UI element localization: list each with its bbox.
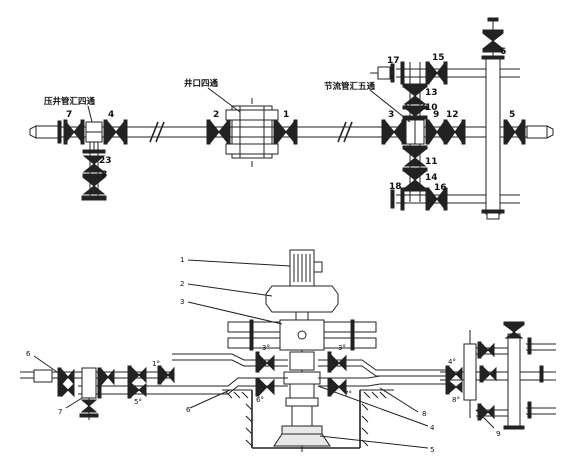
valve-13 bbox=[402, 83, 428, 105]
valve-7 bbox=[63, 119, 85, 145]
right-choke-manifold bbox=[445, 321, 556, 430]
item-number-1: 1 bbox=[180, 256, 184, 264]
item-number-9: 9 bbox=[496, 430, 500, 438]
valve-16 bbox=[425, 187, 448, 211]
valve-number-2: 2 bbox=[213, 110, 219, 120]
valve-5 bbox=[503, 119, 526, 145]
right-side-pipeline bbox=[318, 351, 556, 397]
valve-number-3: 3 bbox=[388, 110, 394, 120]
valve-number-8: 8 bbox=[101, 170, 107, 180]
valve-number-14: 14 bbox=[425, 173, 438, 183]
left-side-pipeline bbox=[20, 351, 288, 399]
valve-number-10: 10 bbox=[425, 103, 438, 113]
valve-3 bbox=[381, 119, 406, 145]
valve-number-12: 12 bbox=[446, 110, 459, 120]
valve-number-4: 4 bbox=[108, 110, 114, 120]
valve-14 bbox=[402, 167, 428, 192]
valve-mark-7deg: 7° bbox=[344, 390, 352, 398]
item-number-8: 8 bbox=[422, 410, 426, 418]
valve-9 bbox=[425, 119, 445, 145]
valve-12 bbox=[443, 119, 466, 145]
label-choke-manifold: 节流管汇五通 bbox=[324, 81, 376, 92]
left-end-connector bbox=[29, 120, 62, 144]
top-manifold-diagram: 压井管汇四通 井口四通 节流管汇五通 7 4 23 8 2 1 3 9 12 5… bbox=[29, 17, 554, 220]
item-number-4: 4 bbox=[430, 424, 435, 432]
kill-manifold-cross bbox=[81, 121, 107, 201]
valve-number-15: 15 bbox=[432, 53, 445, 63]
valve-mark-8deg: 8° bbox=[452, 396, 460, 404]
valve-2 bbox=[206, 119, 231, 145]
valve-mark-6deg: 6° bbox=[256, 396, 264, 404]
leader-wellhead-cross bbox=[207, 87, 241, 113]
valve-number-5: 5 bbox=[509, 110, 515, 120]
valve-number-16: 16 bbox=[434, 183, 447, 193]
valve-number-9: 9 bbox=[433, 110, 439, 120]
valve-number-13: 13 bbox=[425, 88, 438, 98]
valve-11 bbox=[402, 145, 428, 167]
valve-4 bbox=[103, 119, 128, 145]
valve-number-17: 17 bbox=[387, 56, 400, 66]
leader-choke-manifold bbox=[369, 89, 411, 123]
valve-mark-3deg-left: 3° bbox=[262, 344, 270, 352]
leader-kill-manifold bbox=[87, 105, 93, 123]
item-number-3: 3 bbox=[180, 298, 184, 306]
vertical-manifold-pipe bbox=[481, 17, 505, 220]
valve-mark-1deg: 1° bbox=[152, 360, 160, 368]
item-number-2: 2 bbox=[180, 280, 184, 288]
valve-mark-4deg: 4° bbox=[448, 358, 456, 366]
valve-mark-3deg-right: 3° bbox=[338, 344, 346, 352]
item-number-7: 7 bbox=[58, 408, 62, 416]
valve-mark-5deg: 5° bbox=[134, 398, 142, 406]
item-number-6: 6 bbox=[186, 406, 191, 414]
item-number-6-left: 6 bbox=[26, 350, 31, 358]
label-wellhead-cross: 井口四通 bbox=[184, 78, 219, 89]
valve-number-11: 11 bbox=[425, 157, 438, 167]
item-number-5: 5 bbox=[430, 446, 434, 454]
bottom-wellhead-diagram: 1 2 3 6 7 6 8 9 4 5 3° 1° 5° 6° 3° 7° 4°… bbox=[20, 249, 556, 454]
valve-number-6: 6 bbox=[500, 47, 506, 57]
pipe-break-right bbox=[337, 121, 353, 143]
cellar-pit bbox=[222, 389, 394, 449]
valve-number-23: 23 bbox=[99, 156, 112, 166]
pipe-break-left bbox=[149, 121, 165, 143]
valve-number-18: 18 bbox=[389, 182, 402, 192]
leader-lines bbox=[33, 259, 495, 449]
wellhead-cross bbox=[225, 98, 279, 170]
wellhead-stack bbox=[227, 249, 377, 452]
valve-15 bbox=[425, 61, 448, 85]
valve-10 bbox=[402, 103, 428, 120]
valve-number-1: 1 bbox=[283, 110, 289, 120]
right-end-connector bbox=[526, 125, 554, 139]
valve-1 bbox=[273, 119, 298, 145]
valve-number-7: 7 bbox=[66, 110, 72, 120]
left-end-manifold bbox=[33, 367, 115, 420]
label-kill-manifold-cross: 压井管汇四通 bbox=[44, 96, 96, 107]
